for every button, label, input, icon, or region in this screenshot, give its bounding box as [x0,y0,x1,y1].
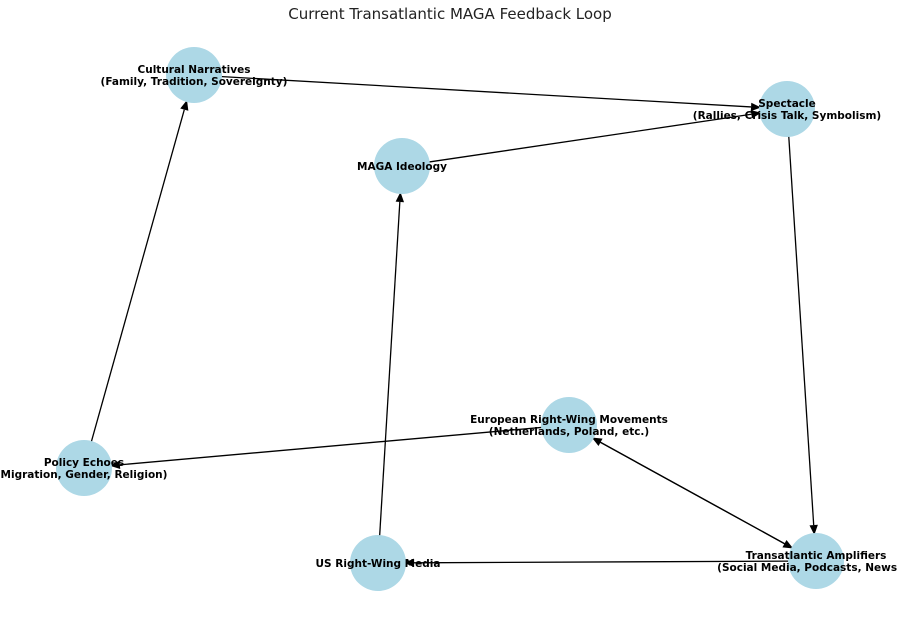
edge-european-to-policy [119,426,544,466]
edge-amplifiers-to-media [413,560,791,564]
node-label-spectacle: Spectacle(Rallies, Crisis Talk, Symbolis… [693,98,881,122]
node-media [350,535,406,591]
edge-spectacle-to-amplifiers [788,134,815,526]
node-label-cultural: Cultural Narratives(Family, Tradition, S… [101,64,288,88]
node-label-european: European Right-Wing Movements(Netherland… [470,414,668,438]
node-label-maga: MAGA Ideology [357,161,447,173]
node-amplifiers [788,533,844,589]
edge-cultural-to-spectacle [219,75,752,108]
edge-european-to-amplifiers [591,436,785,545]
node-label-line: Cultural Narratives [138,64,251,76]
node-label-line: (Rallies, Crisis Talk, Symbolism) [693,110,881,122]
node-maga [374,138,430,194]
node-spectacle [759,81,815,137]
arrowhead-policy-to-cultural [180,100,189,111]
arrowhead-european-to-amplifiers [782,539,794,549]
nodes-layer [56,47,844,591]
arrowhead-spectacle-to-amplifiers [809,524,818,536]
node-label-line: Spectacle [758,98,815,110]
node-label-line: (Family, Tradition, Sovereignty) [101,76,288,88]
node-european [541,397,597,453]
arrowhead-media-to-maga [395,191,405,203]
node-cultural [166,47,222,103]
arrowhead-amplifiers-to-media [403,558,415,568]
node-label-line: US Right-Wing Media [316,558,441,570]
edge-policy-to-cultural [90,109,185,444]
node-label-line: European Right-Wing Movements [470,414,668,426]
arrowhead-maga-to-spectacle [750,110,762,119]
labels-layer: MAGA Ideology US Right-Wing Media Transatl… [1,64,900,574]
node-label-line: (Netherlands, Poland, etc.) [489,426,649,438]
node-label-line: MAGA Ideology [357,161,447,173]
node-label-line: Migration, Gender, Religion) [1,469,168,481]
node-label-line: Transatlantic Amplifiers [746,550,887,562]
diagram-title: Current Transatlantic MAGA Feedback Loop [288,5,612,23]
edge-maga-to-spectacle [427,113,752,163]
edge-media-to-maga [378,201,401,538]
edges-layer [90,75,818,568]
node-policy [56,440,112,496]
arrowhead-european-to-policy [109,460,121,470]
node-label-media: US Right-Wing Media [316,558,441,570]
node-label-line: (Social Media, Podcasts, News Or [717,562,900,574]
node-label-amplifiers: Transatlantic Amplifiers(Social Media, P… [717,550,900,574]
node-label-line: Policy Echoes [44,457,124,469]
arrowhead-cultural-to-spectacle [750,102,762,112]
